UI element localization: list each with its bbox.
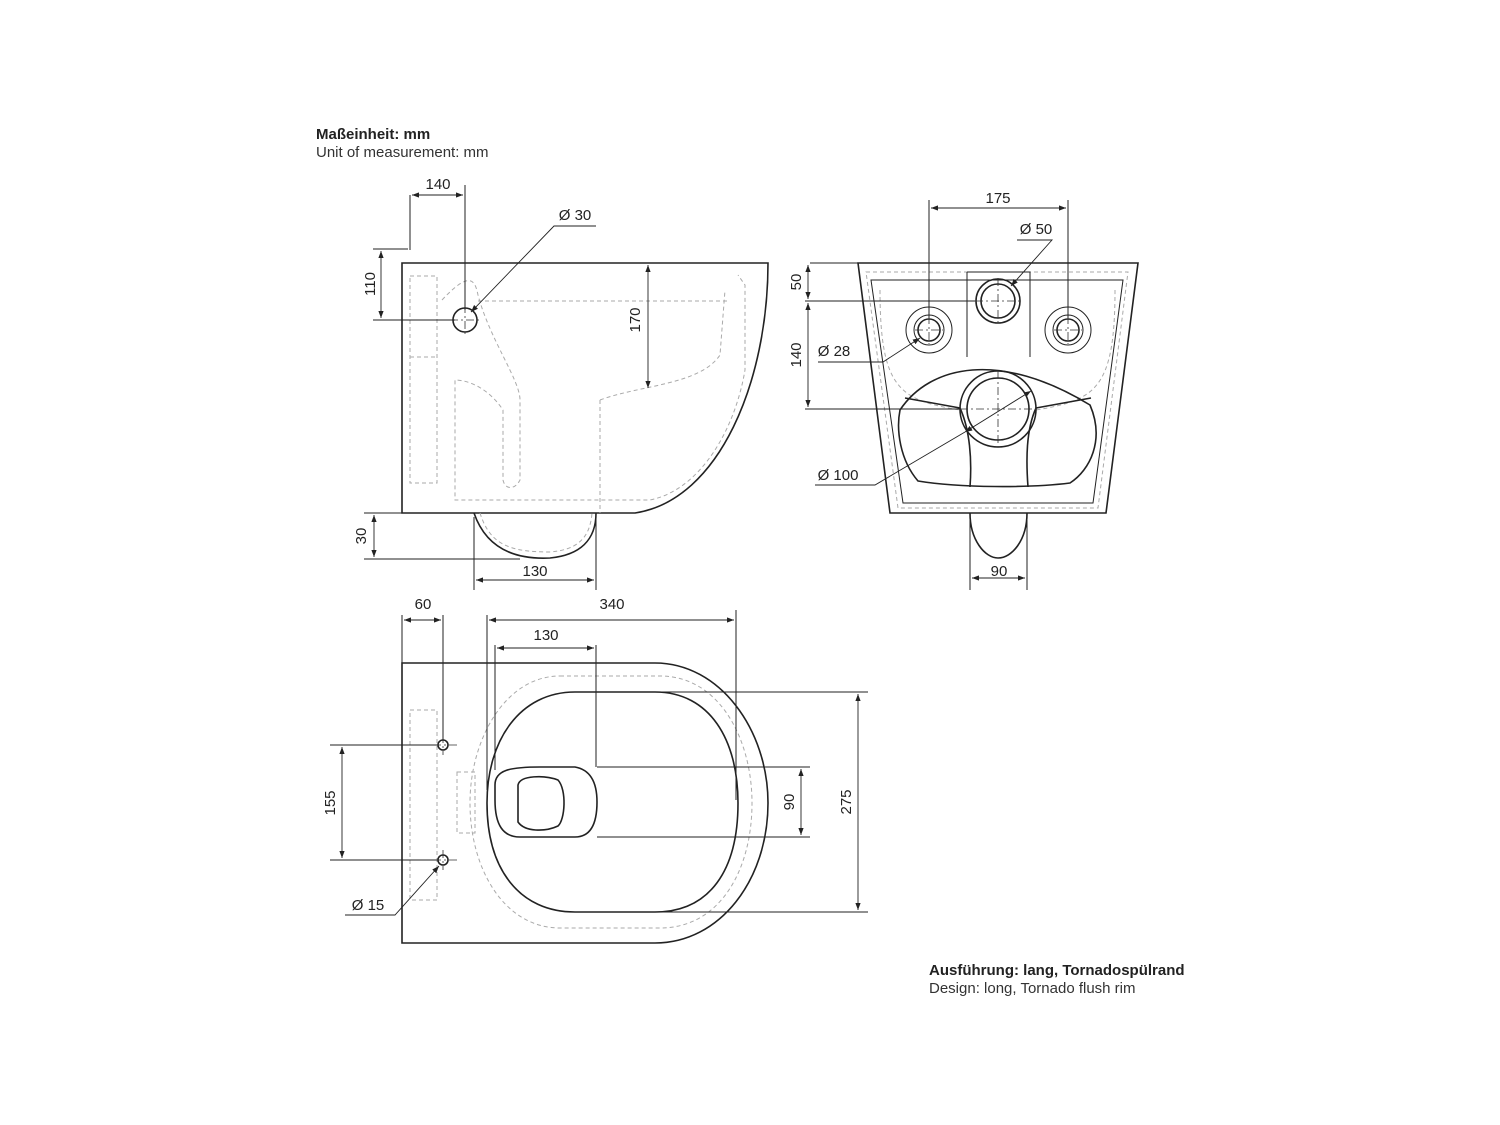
dim-rear-90: 90	[991, 563, 1008, 580]
side-view: 140 110 170 30 130 Ø 30	[353, 176, 769, 590]
rear-view: 175 Ø 50 50 140 Ø 28 Ø 100 90	[788, 190, 1139, 590]
dim-side-dia30: Ø 30	[559, 207, 592, 224]
dim-top-60: 60	[415, 596, 432, 613]
dim-top-155: 155	[322, 790, 339, 815]
dim-side-30: 30	[353, 528, 370, 545]
dim-top-130: 130	[533, 627, 558, 644]
design-label-de: Ausführung: lang, Tornadospülrand	[929, 962, 1185, 979]
dim-side-170: 170	[627, 307, 644, 332]
unit-label-en: Unit of measurement: mm	[316, 144, 489, 161]
dim-side-110: 110	[362, 272, 379, 296]
dim-rear-dia28: Ø 28	[818, 343, 851, 360]
dim-top-340: 340	[599, 596, 624, 613]
dim-rear-50: 50	[788, 274, 805, 291]
dim-rear-175: 175	[985, 190, 1010, 207]
top-view: 60 340 130 155 90 275 Ø 15	[322, 596, 868, 944]
unit-note: Maßeinheit: mm Unit of measurement: mm	[316, 126, 489, 162]
dim-top-dia15: Ø 15	[352, 897, 385, 914]
unit-label-de: Maßeinheit: mm	[316, 126, 431, 143]
dim-top-90: 90	[781, 794, 798, 811]
design-label-en: Design: long, Tornado flush rim	[929, 980, 1136, 997]
dim-top-275: 275	[838, 789, 855, 814]
dim-rear-dia50: Ø 50	[1020, 221, 1053, 238]
dim-side-130: 130	[522, 563, 547, 580]
dim-rear-140: 140	[788, 342, 805, 367]
dim-side-140: 140	[425, 176, 450, 193]
dim-rear-dia100: Ø 100	[818, 467, 859, 484]
design-note: Ausführung: lang, Tornadospülrand Design…	[929, 962, 1185, 998]
